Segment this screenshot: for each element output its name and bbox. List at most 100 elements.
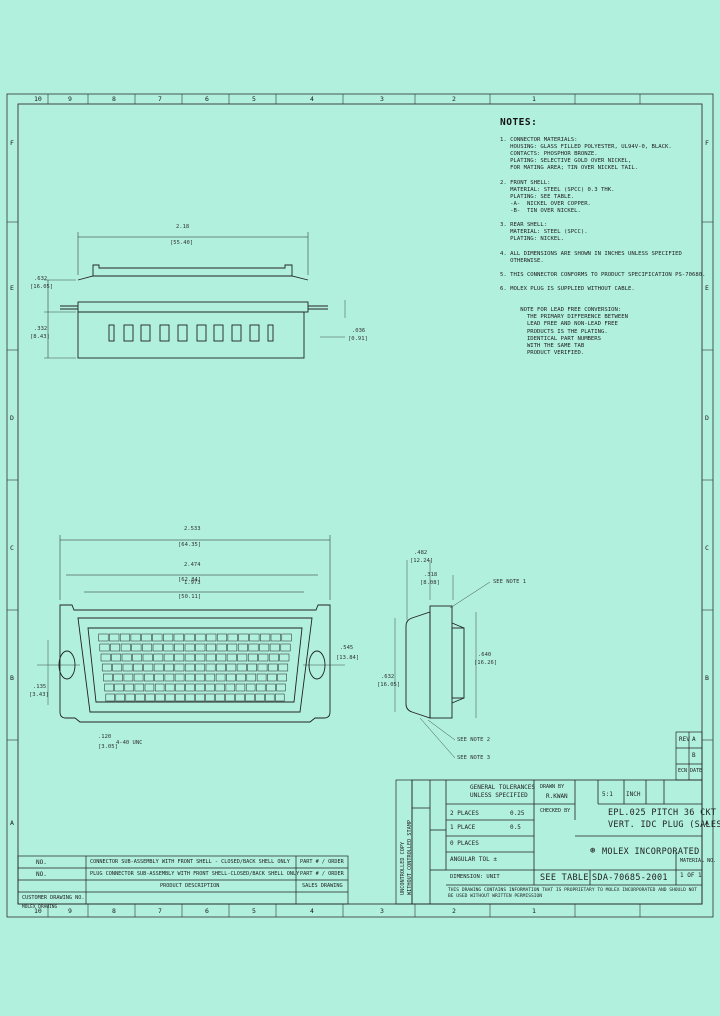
tol-row-4: ANGULAR TOL ± bbox=[450, 856, 497, 863]
zone-label-left: E bbox=[10, 284, 14, 292]
zone-label-right: C bbox=[705, 544, 709, 552]
parts-row-2-desc: PLUG CONNECTOR SUB-ASSEMBLY WITH FRONT S… bbox=[90, 871, 300, 877]
contact-cell bbox=[276, 683, 286, 692]
contact-cell bbox=[195, 663, 206, 672]
zone-label-bottom: 2 bbox=[452, 907, 456, 915]
zone-label-bottom: 9 bbox=[68, 907, 72, 915]
dim-side-offset-mm: [0.91] bbox=[348, 336, 368, 342]
zone-label-top: 9 bbox=[68, 95, 72, 103]
dim-side-body: .632 bbox=[381, 674, 395, 680]
contact-cell bbox=[268, 653, 279, 662]
contact-cell bbox=[184, 633, 195, 642]
contact-cell bbox=[258, 653, 269, 662]
zone-label-bottom: 5 bbox=[252, 907, 256, 915]
contact-cell bbox=[175, 683, 185, 692]
contact-cell bbox=[269, 643, 280, 652]
zone-label-bottom: 1 bbox=[532, 907, 536, 915]
checked-label: CHECKED BY bbox=[540, 808, 571, 814]
contact-cell bbox=[111, 653, 122, 662]
contact-cell bbox=[236, 663, 247, 672]
contact-cell bbox=[237, 653, 248, 662]
contact-cell bbox=[245, 683, 256, 692]
dim-height-a: .632 bbox=[34, 276, 48, 282]
contact-cell bbox=[267, 663, 278, 672]
contact-cell bbox=[142, 643, 153, 652]
dim-front-mount-mm: [62.84] bbox=[178, 577, 202, 583]
contact-cell bbox=[133, 673, 144, 682]
zone-label-top: 7 bbox=[158, 95, 162, 103]
zone-label-top: 6 bbox=[205, 95, 209, 103]
contact-cell bbox=[131, 643, 142, 652]
parts-row-1-part: PART # / ORDER bbox=[300, 859, 344, 865]
contact-cell bbox=[165, 683, 175, 692]
contact-cell bbox=[278, 663, 289, 672]
dim-side-offset-left: .135 bbox=[33, 684, 47, 690]
dim-height-b: .332 bbox=[34, 326, 48, 332]
contact-cell bbox=[195, 633, 206, 642]
see-note-3: SEE NOTE 3 bbox=[457, 755, 491, 761]
contact-cell bbox=[195, 673, 205, 682]
contact-cell bbox=[144, 673, 154, 682]
contact-cell bbox=[257, 663, 268, 672]
tolerance-title: GENERAL TOLERANCES bbox=[470, 784, 536, 791]
contact-cell bbox=[215, 683, 225, 692]
contact-cell bbox=[225, 693, 235, 702]
contact-cell bbox=[185, 673, 195, 682]
molex-logo-icon: ⊛ bbox=[590, 846, 596, 856]
contact-cell bbox=[236, 673, 246, 682]
contact-cell bbox=[175, 693, 185, 702]
contact-cell bbox=[185, 693, 195, 702]
contact-cell bbox=[135, 693, 145, 702]
contact-cell bbox=[123, 673, 134, 682]
contact-cell bbox=[226, 673, 236, 682]
contact-cell bbox=[133, 663, 143, 672]
contact-cell bbox=[109, 633, 120, 642]
contact-cell bbox=[112, 663, 123, 672]
contact-cell bbox=[275, 693, 285, 702]
contact-cell bbox=[260, 633, 271, 642]
contact-cell bbox=[105, 693, 115, 702]
see-note-2: SEE NOTE 2 bbox=[457, 737, 491, 743]
zone-label-right: D bbox=[705, 414, 709, 422]
contact-cell bbox=[144, 683, 155, 692]
contact-cell bbox=[125, 693, 135, 702]
contact-cell bbox=[205, 673, 216, 682]
contact-cell bbox=[124, 683, 134, 692]
contact-cell bbox=[215, 673, 226, 682]
contact-cell bbox=[237, 643, 248, 652]
contact-cell bbox=[130, 633, 141, 642]
contact-cell bbox=[152, 643, 163, 652]
dim-side-body-mm: [16.05] bbox=[377, 682, 401, 688]
zone-label-left: D bbox=[10, 414, 14, 422]
drawn-label: DRAWN BY bbox=[540, 784, 565, 790]
contact-cell bbox=[174, 673, 185, 682]
contact-cell bbox=[195, 683, 205, 692]
contact-cell bbox=[205, 693, 215, 702]
contact-cell bbox=[142, 653, 153, 662]
contact-cell bbox=[165, 693, 175, 702]
zone-label-left: B bbox=[10, 674, 14, 682]
contact-cell bbox=[226, 653, 237, 662]
dim-side-offset: .036 bbox=[352, 328, 366, 334]
contact-cell bbox=[227, 643, 238, 652]
contact-cell bbox=[101, 663, 112, 672]
front-view bbox=[37, 535, 345, 723]
contact-cell bbox=[119, 633, 131, 642]
contact-cell bbox=[155, 693, 165, 702]
contact-cell bbox=[154, 673, 164, 682]
proprietary-note: THIS DRAWING CONTAINS INFORMATION THAT I… bbox=[448, 888, 697, 899]
contact-cell bbox=[247, 653, 258, 662]
contact-cell bbox=[154, 683, 165, 692]
dim-side-height: .640 bbox=[478, 652, 492, 658]
dim-side-top: .482 bbox=[414, 550, 428, 556]
contact-cell bbox=[205, 663, 216, 672]
contact-cell bbox=[153, 653, 164, 662]
contact-cell bbox=[249, 633, 260, 642]
dim-side-top-mm: [12.24] bbox=[410, 558, 434, 564]
zone-label-bottom: 8 bbox=[112, 907, 116, 915]
parts-row-1-no: NO. bbox=[36, 859, 47, 866]
zone-label-bottom: 4 bbox=[310, 907, 314, 915]
customer-drawing-label: CUSTOMER DRAWING NO. bbox=[22, 895, 85, 901]
contact-cell bbox=[227, 633, 238, 642]
